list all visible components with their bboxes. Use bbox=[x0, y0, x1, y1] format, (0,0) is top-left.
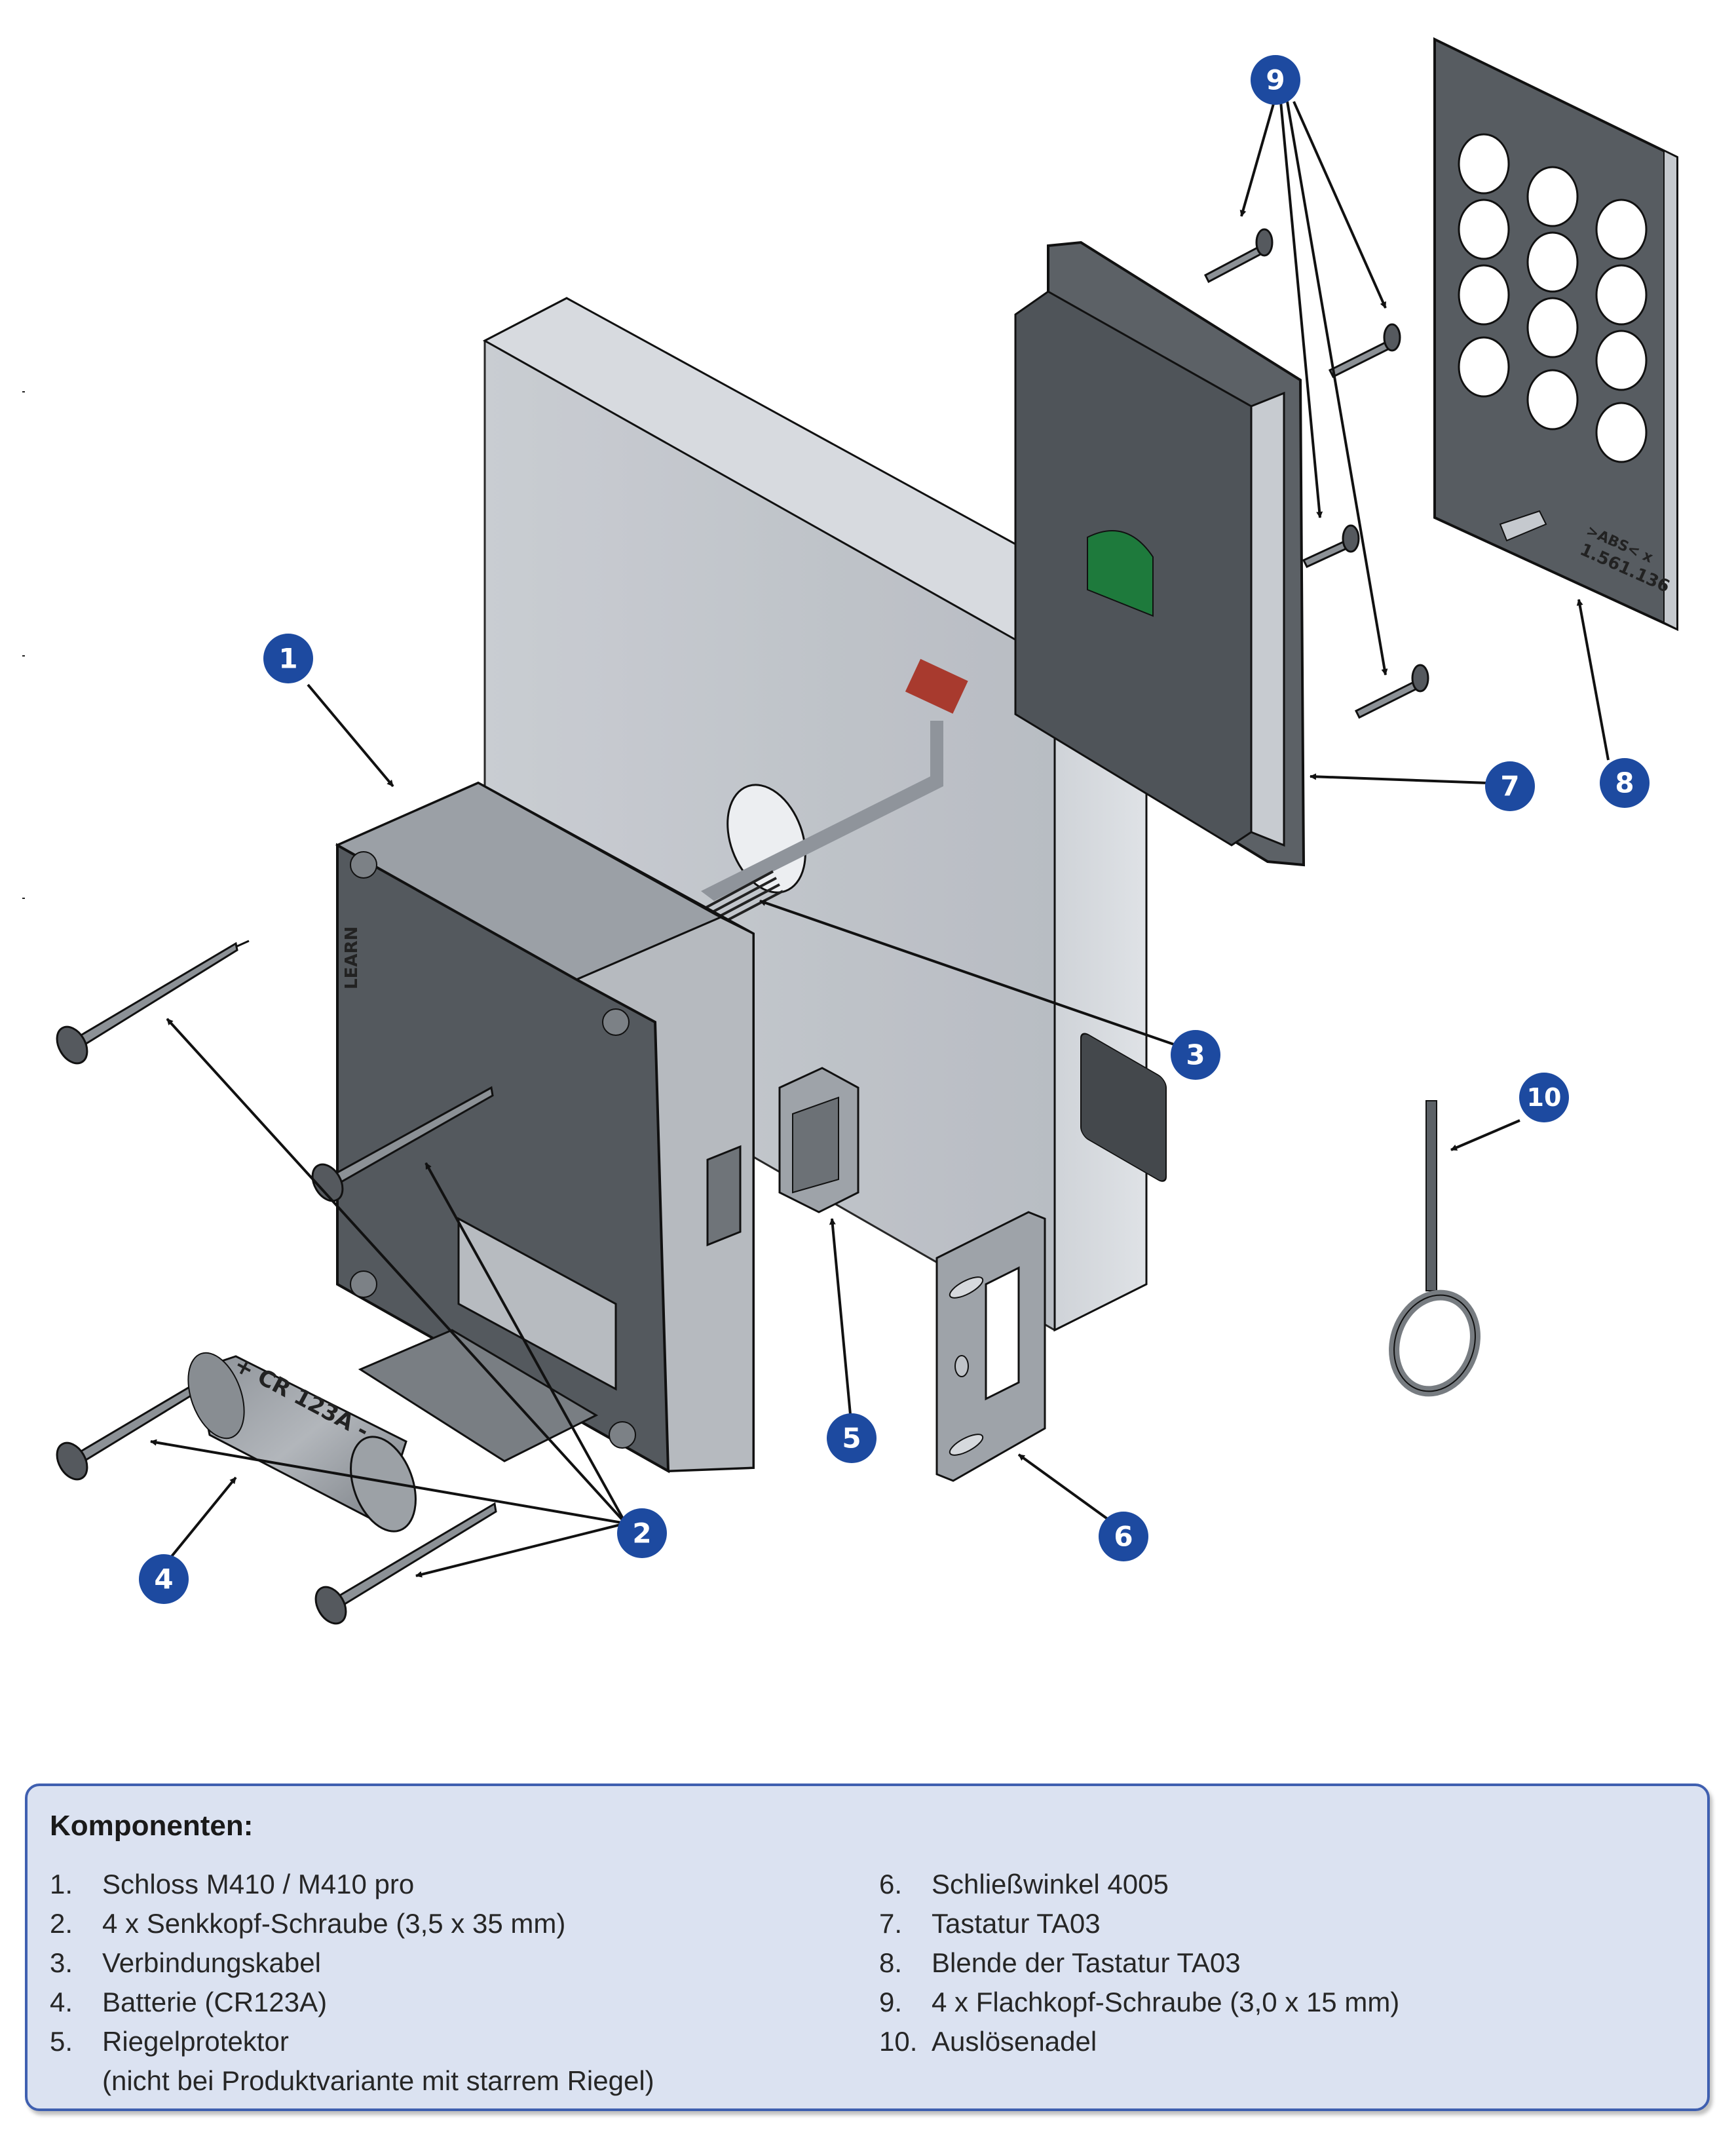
svg-text:8: 8 bbox=[1615, 767, 1634, 799]
release-needle-part bbox=[1389, 1100, 1481, 1397]
legend-item: 3.Verbindungskabel bbox=[50, 1947, 321, 1978]
legend-item: 6.Schließwinkel 4005 bbox=[879, 1869, 1169, 1899]
flat-screw-2 bbox=[1328, 323, 1401, 379]
legend-title: Komponenten: bbox=[50, 1810, 254, 1842]
flat-screw-1 bbox=[1204, 228, 1274, 284]
keypad-cover-part: >ABS< x 1.561.136 bbox=[1433, 37, 1678, 632]
svg-text:10: 10 bbox=[1527, 1083, 1562, 1112]
leader-lines bbox=[150, 101, 1610, 1578]
legend-item: 10.Auslösenadel bbox=[879, 2026, 1097, 2057]
callout-4: 4 bbox=[139, 1554, 189, 1604]
lock-body: LEARN bbox=[335, 781, 755, 1474]
margin-mark bbox=[22, 391, 25, 392]
legend-item: 7.Tastatur TA03 bbox=[879, 1908, 1101, 1939]
callout-10: 10 bbox=[1519, 1073, 1569, 1122]
callout-9: 9 bbox=[1251, 55, 1300, 105]
svg-text:2: 2 bbox=[632, 1517, 651, 1550]
legend-column-left: 1.Schloss M410 / M410 pro 2.4 x Senkkopf… bbox=[50, 1865, 654, 2101]
callout-6: 6 bbox=[1099, 1512, 1148, 1561]
svg-text:7: 7 bbox=[1500, 771, 1519, 803]
callout-2: 2 bbox=[617, 1508, 667, 1558]
screw-1 bbox=[56, 940, 250, 1065]
keypad-part bbox=[1014, 240, 1306, 1182]
screw-4 bbox=[314, 1502, 497, 1625]
strike-plate-part bbox=[935, 1211, 1046, 1482]
flat-screw-3 bbox=[1302, 524, 1360, 568]
legend-item: 8.Blende der Tastatur TA03 bbox=[879, 1947, 1241, 1978]
svg-text:6: 6 bbox=[1114, 1521, 1133, 1553]
learn-label: LEARN bbox=[342, 926, 362, 989]
legend-item: 1.Schloss M410 / M410 pro bbox=[50, 1869, 415, 1899]
callout-3: 3 bbox=[1171, 1030, 1220, 1080]
legend-item: 5.Riegelprotektor(nicht bei Produktvaria… bbox=[50, 2022, 654, 2101]
legend-item: 9.4 x Flachkopf-Schraube (3,0 x 15 mm) bbox=[879, 1987, 1400, 2017]
exploded-assembly-diagram: LEARN + CR 123A - bbox=[56, 37, 1678, 1625]
legend-item-label: Riegelprotektor bbox=[102, 2026, 289, 2057]
legend-item-note: (nicht bei Produktvariante mit starrem R… bbox=[102, 2065, 654, 2096]
battery-compartment-lid bbox=[358, 1329, 599, 1462]
margin-mark bbox=[22, 898, 25, 899]
components-legend: Komponenten: 1.Schloss M410 / M410 pro 2… bbox=[25, 1783, 1710, 2111]
fingerprint-sensor bbox=[1087, 530, 1154, 617]
flat-head-screws bbox=[1204, 228, 1429, 719]
svg-text:1: 1 bbox=[278, 643, 297, 675]
callout-5: 5 bbox=[827, 1413, 877, 1463]
keypad-button-openings bbox=[1458, 133, 1648, 463]
svg-text:5: 5 bbox=[842, 1422, 861, 1455]
margin-mark bbox=[22, 655, 25, 657]
legend-item: 2.4 x Senkkopf-Schraube (3,5 x 35 mm) bbox=[50, 1908, 566, 1939]
svg-text:9: 9 bbox=[1266, 64, 1285, 96]
cable-connector bbox=[905, 658, 968, 714]
svg-text:3: 3 bbox=[1186, 1039, 1205, 1071]
callout-7: 7 bbox=[1485, 761, 1535, 811]
bolt-protector-part bbox=[778, 1067, 859, 1213]
callout-1: 1 bbox=[263, 634, 313, 683]
svg-text:4: 4 bbox=[154, 1563, 173, 1595]
legend-item: 4.Batterie (CR123A) bbox=[50, 1987, 328, 2017]
countersunk-screws bbox=[56, 940, 497, 1625]
connection-cable-part bbox=[687, 658, 968, 942]
legend-column-right: 6.Schließwinkel 4005 7.Tastatur TA03 8.B… bbox=[879, 1865, 1399, 2061]
screw-2 bbox=[311, 1086, 494, 1202]
callout-8: 8 bbox=[1600, 758, 1650, 808]
flat-screw-4 bbox=[1354, 664, 1429, 719]
